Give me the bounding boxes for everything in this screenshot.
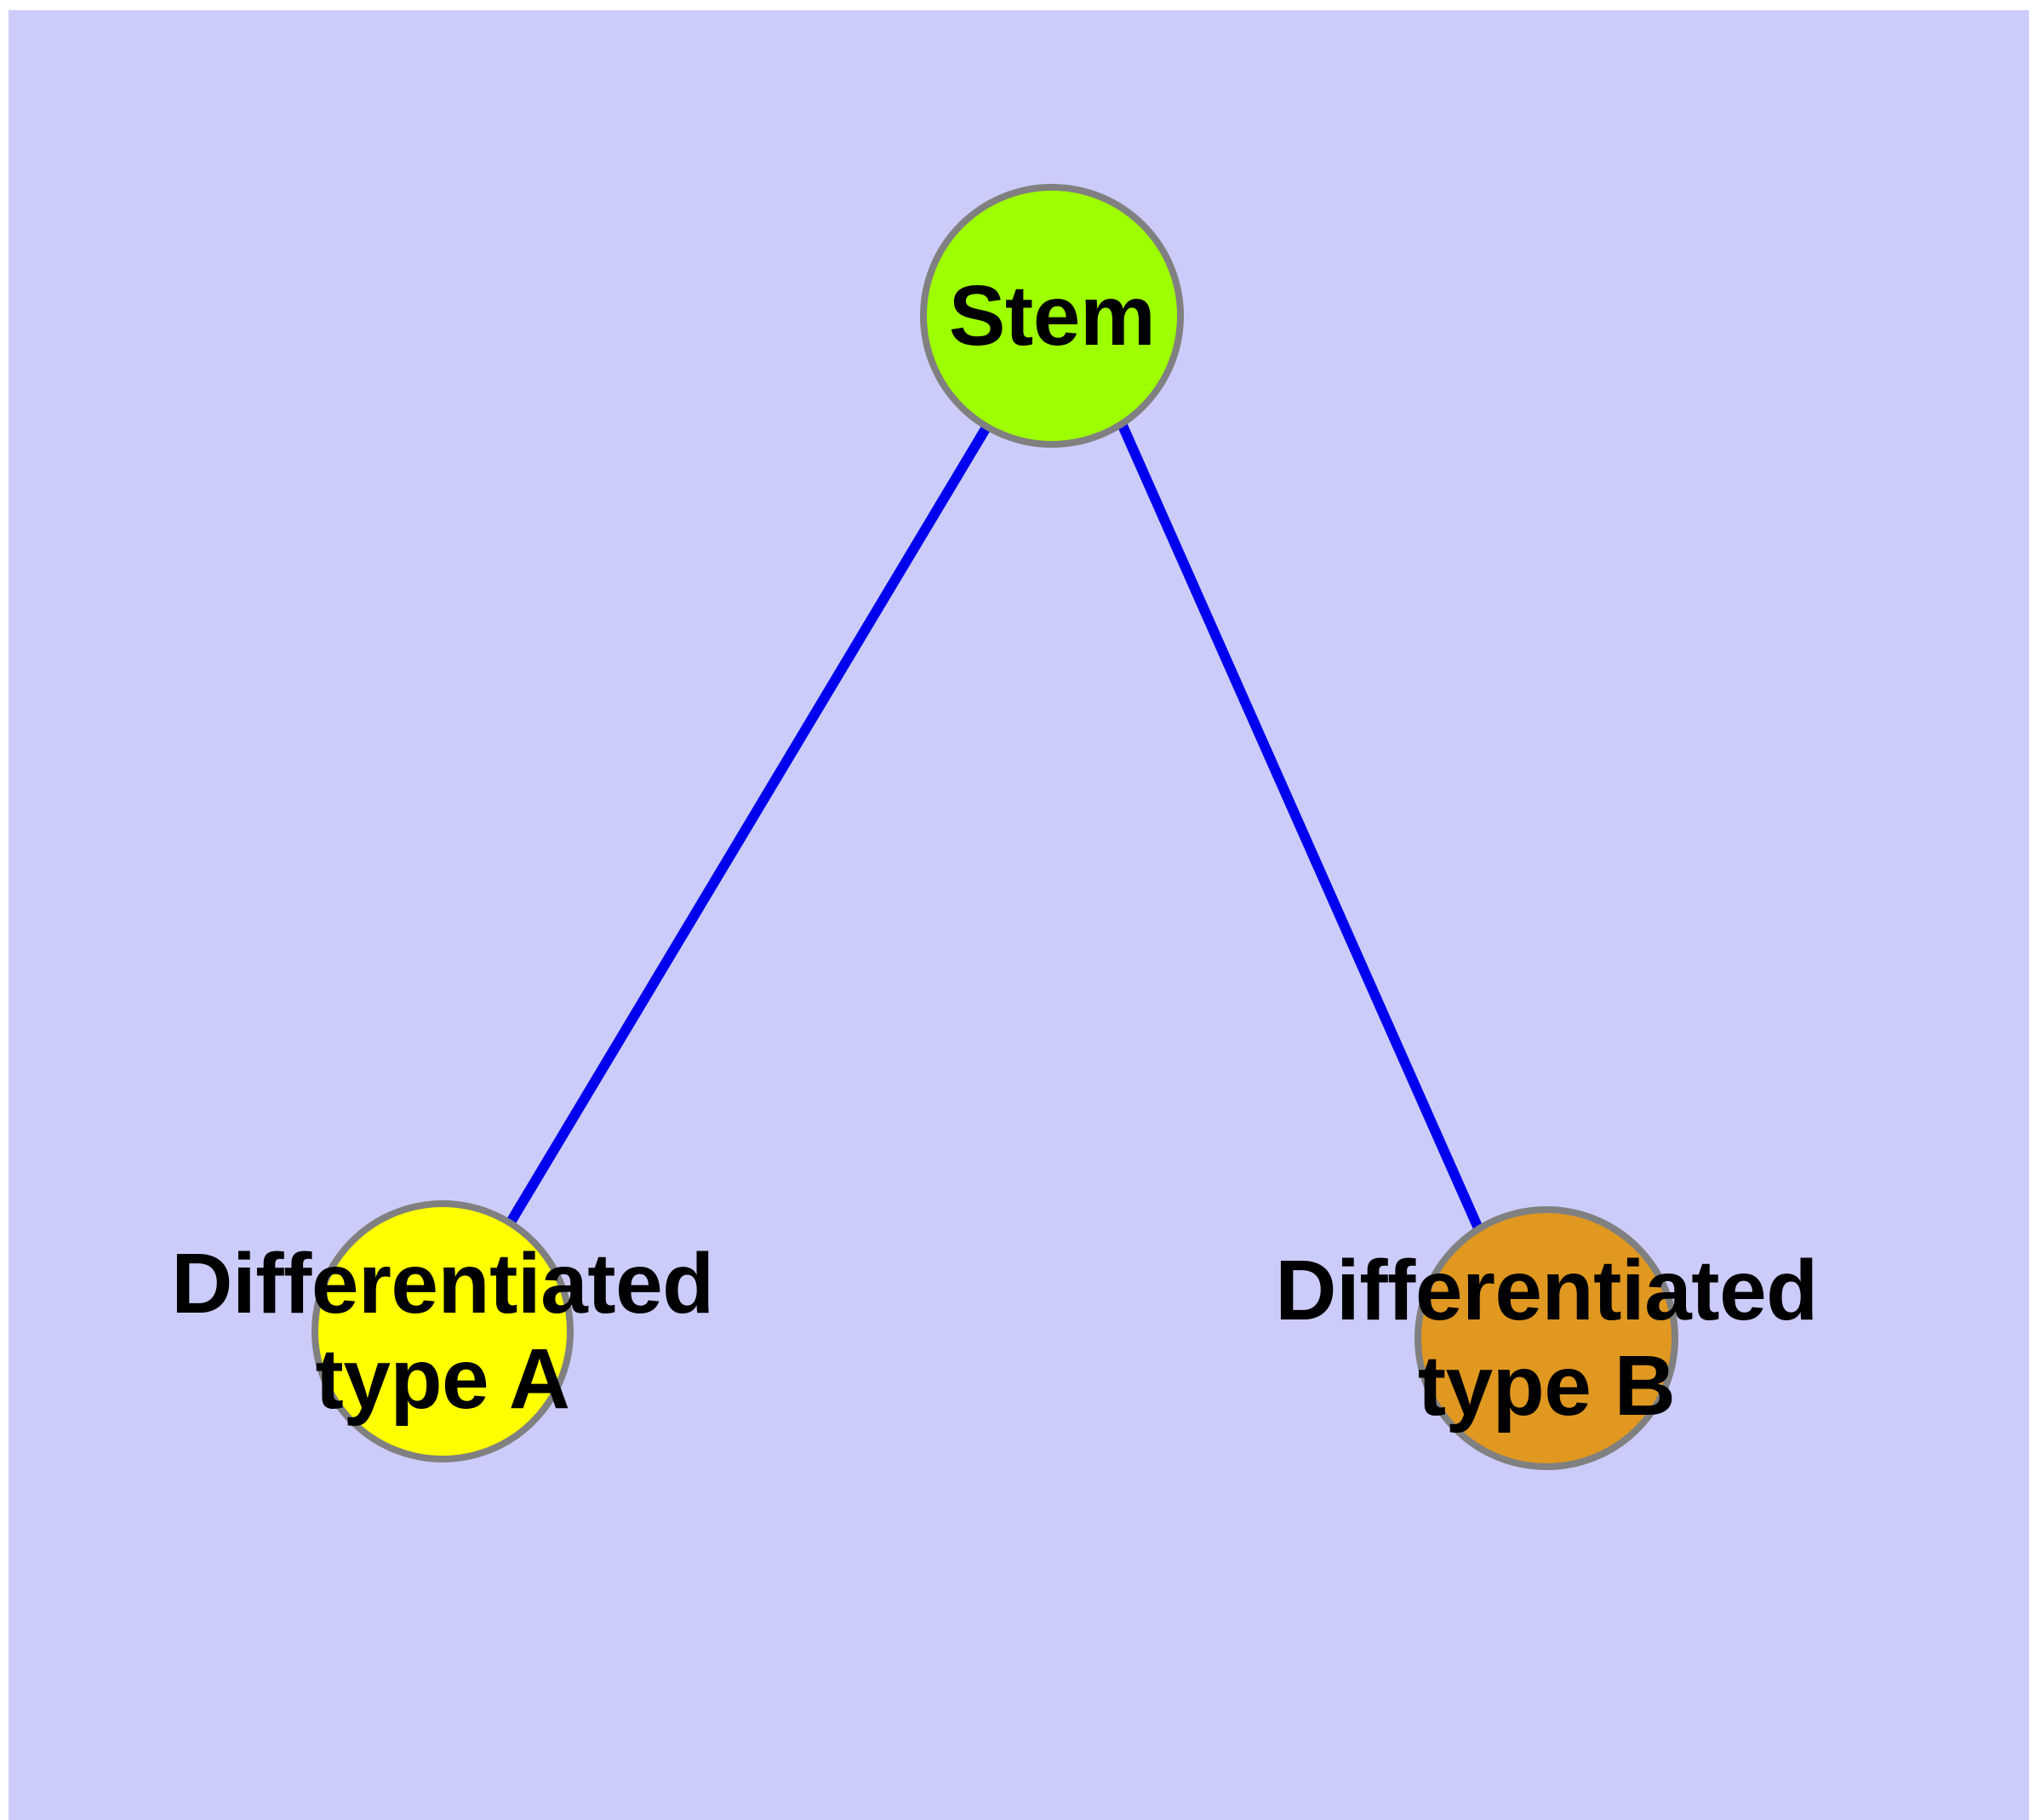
node-circle-stem[interactable] (920, 184, 1184, 448)
node-circle-diff-a[interactable] (311, 1200, 574, 1462)
edge-stem-to-diff-a[interactable] (506, 424, 992, 1224)
node-circle-diff-b[interactable] (1415, 1206, 1678, 1470)
node-layer (311, 184, 1678, 1470)
edge-layer (506, 423, 1483, 1231)
edge-stem-to-diff-b[interactable] (1117, 423, 1483, 1231)
